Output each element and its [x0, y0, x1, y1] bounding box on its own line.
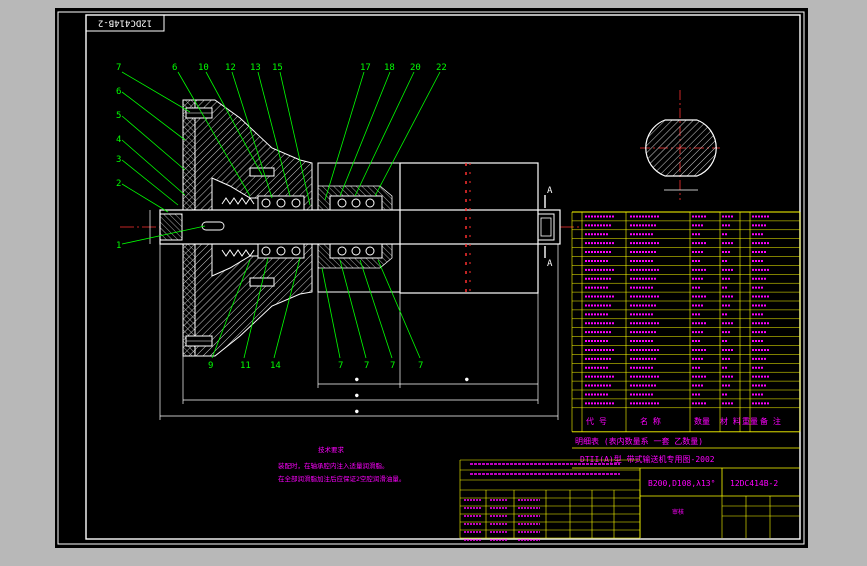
- bom-header-qty: 数量: [694, 416, 710, 426]
- bolt-mid-upper: [249, 167, 275, 177]
- svg-text:17: 17: [360, 63, 371, 73]
- svg-text:●: ●: [355, 392, 359, 399]
- section-mark-label-bottom: A: [547, 259, 553, 269]
- svg-text:22: 22: [436, 63, 447, 73]
- shaft-keyway: [201, 221, 225, 231]
- section-a-view: [640, 90, 720, 200]
- svg-text:3: 3: [116, 155, 121, 165]
- notes-line-1: 装配时，在轴承腔内注入适量润滑脂。: [278, 461, 389, 470]
- part-numbers-left: 6 5 4 3 2 1: [116, 87, 121, 251]
- svg-text:12: 12: [225, 63, 236, 73]
- svg-text:13: 13: [250, 63, 261, 73]
- bearing-left-lower: [257, 243, 305, 259]
- svg-text:1: 1: [116, 241, 121, 251]
- notes-title: 技术要求: [318, 445, 345, 454]
- outer-frame: [57, 11, 805, 545]
- svg-text:4: 4: [116, 135, 121, 145]
- svg-text:7: 7: [338, 361, 343, 371]
- part-numbers-top: 7 6 10 12 13 15 17 18 20 22: [116, 63, 447, 73]
- title-small-cells: [721, 496, 800, 538]
- pulley-drum: [399, 162, 539, 294]
- svg-text:6: 6: [172, 63, 177, 73]
- bearing-right-upper: [329, 195, 383, 211]
- bom-header-name: 名 称: [640, 416, 661, 426]
- drawing-code: 12DC414B-2: [730, 479, 778, 488]
- drawing-sheet: [55, 8, 808, 548]
- part-numbers-bottom: 9 11 14 7 7 7 7: [208, 361, 423, 371]
- section-mark-bottom: A: [544, 246, 553, 269]
- svg-text:5: 5: [116, 111, 121, 121]
- leader-lines: [121, 71, 441, 359]
- bom-header-weight: 重量: [742, 416, 758, 426]
- svg-text:●: ●: [465, 376, 469, 383]
- svg-text:7: 7: [364, 361, 369, 371]
- section-mark-label-top: A: [547, 186, 553, 196]
- svg-text:●: ●: [355, 376, 359, 383]
- svg-text:18: 18: [384, 63, 395, 73]
- svg-text:20: 20: [410, 63, 421, 73]
- technical-notes: 技术要求 装配时，在轴承腔内注入适量润滑脂。 在全部润滑脂加注后应保证2空腔润滑…: [278, 445, 405, 483]
- bearing-left-upper: [257, 195, 305, 211]
- section-view: A A ● ● ● ●: [120, 99, 580, 420]
- shaft: [159, 209, 561, 245]
- bom-header-remark: 备 注: [760, 416, 781, 426]
- spring-lower: [221, 249, 255, 257]
- rotated-drawing-code: 12DC414B-2: [98, 18, 152, 28]
- svg-text:10: 10: [198, 63, 209, 73]
- parts-note: 明细表 (表内数量系 一套 乙数量): [575, 436, 703, 446]
- svg-text:6: 6: [116, 87, 121, 97]
- bolt-lower: [185, 335, 213, 347]
- svg-text:14: 14: [270, 361, 281, 371]
- spring-upper: [221, 197, 255, 205]
- svg-text:7: 7: [116, 63, 121, 73]
- svg-text:●: ●: [355, 408, 359, 415]
- svg-text:11: 11: [240, 361, 251, 371]
- title-block: 明细表 (表内数量系 一套 乙数量) DTII(A)型 带式输送机专用图-200…: [572, 436, 800, 538]
- drawing-title: DTII(A)型 带式输送机专用图-2002: [580, 454, 715, 464]
- dimension-ticks: ● ● ● ●: [355, 376, 469, 415]
- svg-text:9: 9: [208, 361, 213, 371]
- bom-header-material: 材 料: [720, 416, 741, 426]
- section-mark-top: A: [544, 186, 553, 208]
- spec-text: B200,D108,λ13°: [648, 479, 715, 488]
- bolt-upper: [185, 107, 213, 119]
- bill-of-materials: 代 号 名 称 数量材 料重量备 注: [571, 211, 801, 433]
- svg-text:7: 7: [418, 361, 423, 371]
- bearing-right-lower: [329, 243, 383, 259]
- notes-line-2: 在全部润滑脂加注后应保证2空腔润滑油量。: [278, 474, 405, 483]
- svg-text:15: 15: [272, 63, 283, 73]
- approval-label: 审核: [672, 508, 684, 516]
- shaft-end-right-key: [540, 217, 552, 237]
- dimension-lines: [159, 244, 559, 420]
- revision-table: [459, 459, 641, 541]
- rotated-code-box: 12DC414B-2: [85, 14, 165, 32]
- svg-text:2: 2: [116, 179, 121, 189]
- bom-header-code: 代 号: [586, 416, 607, 426]
- svg-text:7: 7: [390, 361, 395, 371]
- shaft-end-left: [159, 213, 183, 241]
